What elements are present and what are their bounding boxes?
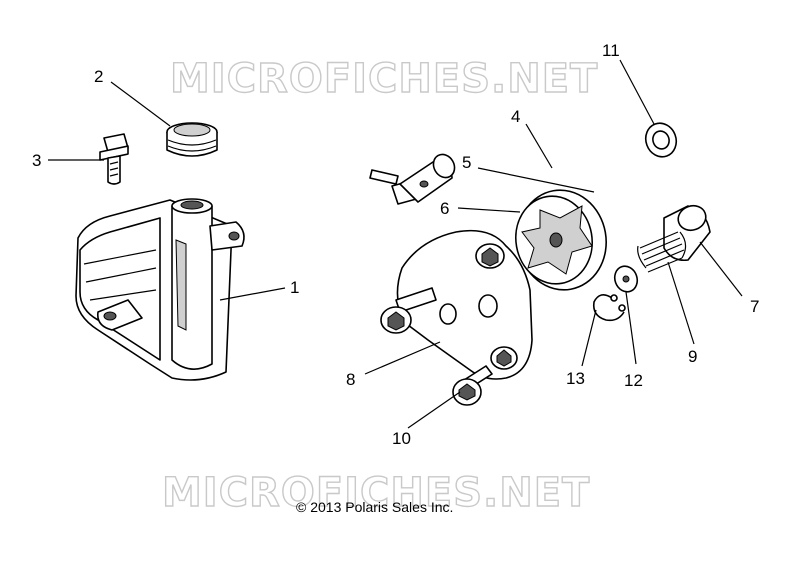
callout-4: 4 (511, 107, 520, 126)
leader-4 (525, 123, 553, 169)
leader-9 (667, 261, 695, 345)
callout-6: 6 (440, 199, 449, 218)
part-3-bolt (99, 133, 129, 185)
part-6-gear (515, 189, 607, 291)
callout-10: 10 (392, 429, 411, 448)
callout-8: 8 (346, 370, 355, 389)
leader-7 (699, 241, 743, 297)
part-4-pin (369, 169, 399, 185)
watermark-bottom: MICROFICHES.NET (162, 470, 590, 516)
leader-8 (364, 341, 441, 375)
part-2-plug (166, 122, 218, 157)
callout-13: 13 (566, 369, 585, 388)
leader-10 (407, 391, 461, 429)
part-7-cap (663, 204, 711, 262)
callout-2: 2 (94, 67, 103, 86)
leader-11 (619, 59, 655, 125)
part-9-spring (637, 231, 687, 273)
part-12-washer (613, 265, 639, 293)
leader-2 (110, 81, 171, 127)
part-8-pump-body (396, 229, 533, 380)
part-11-washer (644, 122, 678, 158)
callout-5: 5 (462, 153, 471, 172)
callout-1: 1 (290, 278, 299, 297)
copyright-notice: © 2013 Polaris Sales Inc. (296, 499, 453, 515)
callout-9: 9 (688, 347, 697, 366)
leader-13 (581, 309, 597, 367)
watermark-top: MICROFICHES.NET (170, 56, 598, 102)
bolt-left (380, 287, 437, 334)
part-13-snap-ring (592, 294, 626, 322)
leader-6 (457, 207, 521, 213)
callout-12: 12 (624, 371, 643, 390)
callout-7: 7 (750, 297, 759, 316)
leader-5 (477, 167, 595, 193)
callout-11: 11 (602, 41, 620, 60)
part-1-housing (75, 198, 245, 381)
part-10-bolt (452, 365, 493, 406)
leader-12 (625, 291, 637, 365)
leader-1 (219, 287, 286, 301)
part-5-valve (391, 153, 456, 205)
callout-3: 3 (32, 151, 41, 170)
